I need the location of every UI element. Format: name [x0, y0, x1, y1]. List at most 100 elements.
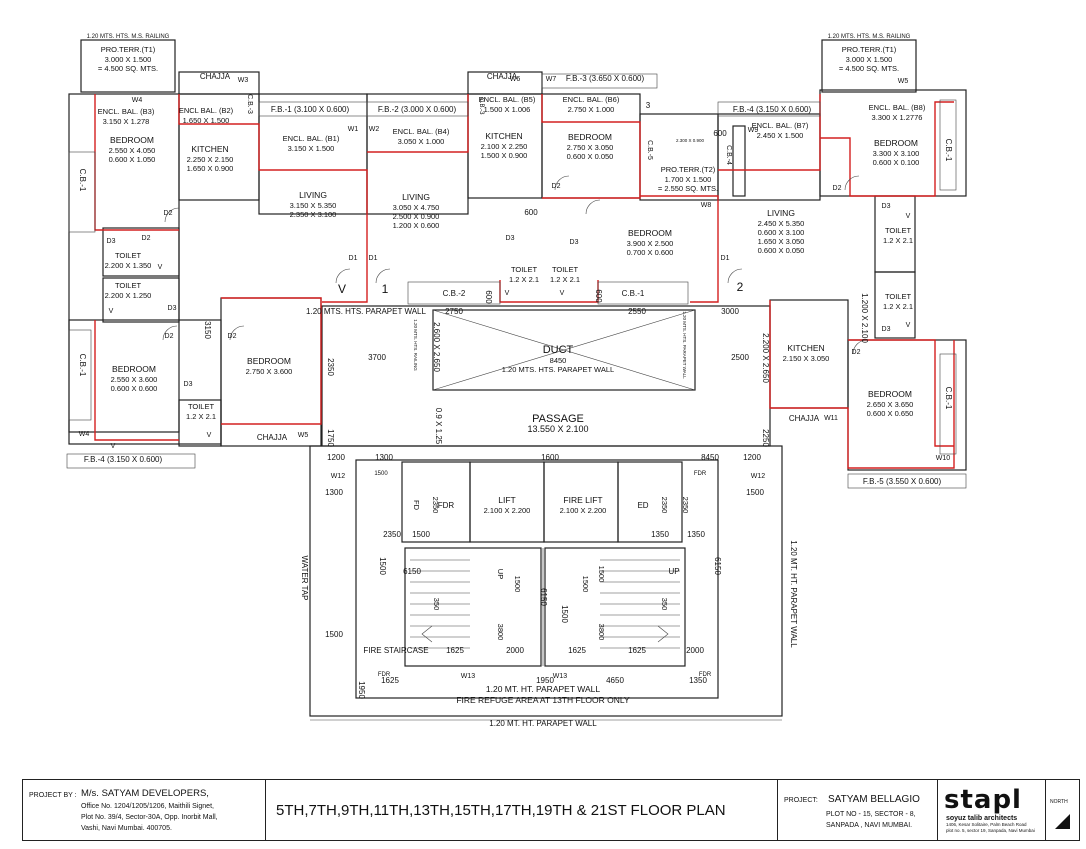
plan-annotation: 1350 [651, 530, 669, 539]
plan-annotation: 350 [660, 598, 669, 611]
plan-annotation: C.B.-2 [443, 289, 466, 298]
north-cell: NORTH [1046, 780, 1079, 840]
flower-bed-outline [847, 473, 967, 489]
plan-annotation: 1300 [375, 453, 393, 462]
north-label: NORTH [1050, 799, 1068, 805]
plan-annotation: ED [637, 501, 648, 510]
project-name: SATYAM BELLAGIO [828, 794, 920, 805]
plan-annotation: C.B.-1 [78, 169, 87, 192]
plan-annotation: 1625 [568, 646, 586, 655]
plan-annotation: D3 [506, 235, 515, 242]
plan-annotation: W6 [510, 76, 521, 83]
cupboard-outline [939, 353, 957, 455]
plan-annotation: 2 [737, 280, 744, 294]
room-name: LIVING [299, 190, 327, 200]
room-dimension: 1.500 X 0.900 [481, 151, 528, 160]
plan-annotation: 3800 [496, 624, 505, 641]
terrace-outline [80, 39, 176, 93]
room-name: KITCHEN [787, 343, 824, 353]
flower-bed-outline [66, 453, 196, 469]
room-dimension: 3.150 X 1.278 [103, 117, 150, 126]
plan-annotation: C.B.-3 [478, 97, 484, 115]
boundary-line [848, 339, 954, 447]
room-dimension: 1.650 X 3.050 [758, 237, 805, 246]
room-name: ENCL. BAL. (B3) [98, 107, 155, 116]
plan-annotation: 1.20 MTS. HTS. PARAPET WALL [682, 311, 687, 379]
room-dimension: 3.000 X 1.500 [105, 55, 152, 64]
plan-labels: PRO.TERR.(T1)3.000 X 1.500= 4.500 SQ. MT… [78, 34, 953, 728]
wall-segment [309, 445, 783, 717]
plan-annotation: FDR [699, 672, 712, 678]
plan-annotation: V [560, 290, 565, 297]
plan-annotation: 2.600 X 2.650 [432, 322, 441, 372]
room-dimension: 0.700 X 0.600 [627, 248, 674, 257]
plan-annotation: W12 [751, 473, 766, 480]
plan-annotation: W8 [701, 202, 712, 209]
door-swing [585, 199, 601, 215]
plan-annotation: WATER TAP [300, 555, 309, 600]
plan-annotation: D3 [168, 305, 177, 312]
room-dimension: = 4.500 SQ. MTS. [98, 64, 158, 73]
room-name: PASSAGE [532, 413, 584, 425]
boundary-line [221, 297, 322, 425]
plan-annotation: 3000 [721, 307, 739, 316]
room-dimension: 1.650 X 1.500 [183, 116, 230, 125]
plan-annotation: W7 [546, 76, 557, 83]
plan-annotation: V [505, 290, 510, 297]
plan-annotation: D1 [369, 255, 378, 262]
room-dimension: 1.2 X 2.1 [550, 275, 580, 284]
plan-annotation: 1350 [689, 676, 707, 685]
plan-annotation: CHAJJA [487, 72, 518, 81]
project-cell: PROJECT: SATYAM BELLAGIO PLOT NO - 15, S… [778, 780, 938, 840]
plan-annotation: W11 [824, 415, 838, 422]
plan-annotation: D1 [721, 255, 730, 262]
chajja-outline [732, 125, 746, 197]
room-name: ENCL. BAL. (B4) [393, 127, 450, 136]
room-dimension: 13.550 X 2.100 [527, 424, 588, 434]
room-name: PRO.TERR.(T1) [101, 45, 156, 54]
architect-address-line-1: 1406, Kesar Solitaire, Palm Beach Road [946, 822, 1027, 827]
plan-annotation: D2 [852, 349, 861, 356]
boundary-line [640, 195, 719, 303]
room-name: ENCL. BAL. (B7) [752, 121, 809, 130]
room-name: KITCHEN [485, 131, 522, 141]
room-dimension: 2.150 X 3.050 [783, 354, 830, 363]
plan-annotation: W4 [79, 431, 90, 438]
wall-segment [544, 547, 686, 667]
developer-address-line-3: Vashi, Navi Mumbai. 400705. [81, 825, 172, 832]
room-dimension: 2.100 X 2.250 [481, 142, 528, 151]
plan-annotation: 600 [594, 289, 603, 303]
room-dimension: 0.600 X 3.100 [758, 228, 805, 237]
plan-annotation: F.B.-5 (3.550 X 0.600) [863, 477, 942, 486]
room-name: FIRE LIFT [563, 495, 602, 505]
plan-annotation: 1200 [743, 453, 761, 462]
plan-annotation: V [109, 308, 114, 315]
room-name: TOILET [552, 265, 579, 274]
door-swing [375, 268, 391, 284]
room-name: PRO.TERR.(T1) [842, 45, 897, 54]
room-dimension: 3.300 X 3.100 [873, 149, 920, 158]
plan-annotation: C.B.-1 [944, 387, 953, 410]
room-dimension: 0.600 X 0.050 [758, 246, 805, 255]
plan-annotation: 3150 [203, 321, 212, 339]
plan-annotation: 1500 [374, 471, 388, 477]
plan-annotation: 2250 [761, 429, 770, 447]
door-swing [727, 268, 743, 284]
plan-annotation: 1500 [325, 630, 343, 639]
room-name: BEDROOM [247, 356, 291, 366]
room-name: TOILET [885, 226, 912, 235]
room-dimension: 2.450 X 1.500 [757, 131, 804, 140]
door-swing [554, 175, 570, 191]
flower-bed-outline [717, 101, 821, 117]
plan-annotation: W10 [936, 455, 951, 462]
room-dimension: 3.050 X 1.000 [398, 137, 445, 146]
cupboard-outline [939, 99, 957, 191]
plan-annotation: W13 [553, 673, 568, 680]
room-name: DUCT [543, 344, 574, 356]
plan-annotation: 6150 [713, 557, 722, 575]
plan-annotation: 1500 [412, 530, 430, 539]
plan-annotation: 600 [484, 290, 493, 304]
architect-cell: stapl soyuz talib architects 1406, Kesar… [938, 780, 1046, 840]
door-swing [164, 207, 180, 223]
plan-annotation: W2 [369, 126, 380, 133]
